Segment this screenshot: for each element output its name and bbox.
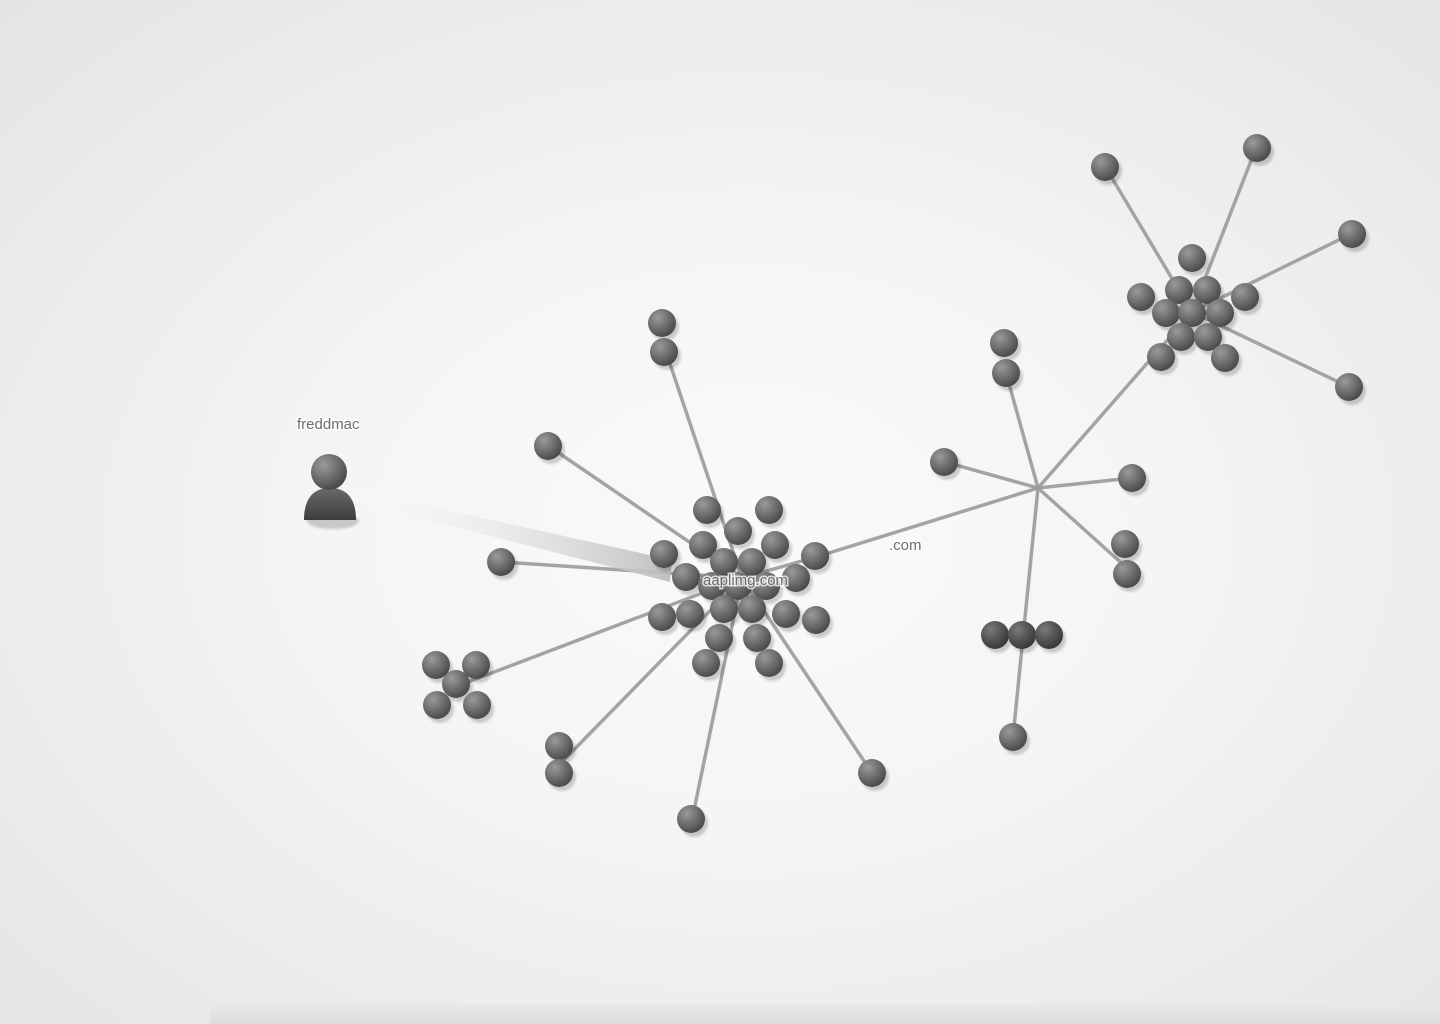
sphere-icon[interactable]: [1152, 299, 1180, 327]
sphere-icon[interactable]: [1231, 283, 1259, 311]
sphere-icon[interactable]: [1147, 343, 1175, 371]
sphere-icon[interactable]: [422, 651, 450, 679]
sphere-icon[interactable]: [1091, 153, 1119, 181]
sphere-icon[interactable]: [1035, 621, 1063, 649]
sphere-icon[interactable]: [1194, 323, 1222, 351]
sphere-icon[interactable]: [710, 548, 738, 576]
sphere-icon[interactable]: [1338, 220, 1366, 248]
sphere-icon[interactable]: [1335, 373, 1363, 401]
sphere-icon[interactable]: [442, 670, 470, 698]
sphere-icon[interactable]: [724, 572, 752, 600]
sphere-icon[interactable]: [423, 691, 451, 719]
sphere-icon[interactable]: [676, 600, 704, 628]
sphere-icon[interactable]: [677, 805, 705, 833]
sphere-icon[interactable]: [698, 572, 726, 600]
sphere-icon[interactable]: [463, 691, 491, 719]
sphere-icon[interactable]: [782, 564, 810, 592]
sphere-icon[interactable]: [487, 548, 515, 576]
sphere-icon[interactable]: [710, 595, 738, 623]
sphere-icon[interactable]: [693, 496, 721, 524]
sphere-icon[interactable]: [1167, 323, 1195, 351]
edges-layer: [463, 146, 1353, 822]
sphere-icon[interactable]: [858, 759, 886, 787]
sphere-icon[interactable]: [1178, 244, 1206, 272]
sphere-icon[interactable]: [1193, 276, 1221, 304]
sphere-icon[interactable]: [648, 603, 676, 631]
sphere-icon[interactable]: [650, 338, 678, 366]
sphere-icon[interactable]: [802, 606, 830, 634]
sphere-icon[interactable]: [1113, 560, 1141, 588]
graph-edge: [1004, 371, 1040, 490]
user-connection-beam: [350, 490, 672, 582]
graph-edge: [500, 560, 744, 580]
sphere-icon[interactable]: [755, 649, 783, 677]
sphere-icon[interactable]: [1206, 299, 1234, 327]
user-label: freddmac: [297, 416, 360, 433]
sphere-icon[interactable]: [761, 531, 789, 559]
sphere-icon[interactable]: [545, 759, 573, 787]
sphere-icon[interactable]: [1178, 299, 1206, 327]
sphere-icon[interactable]: [992, 359, 1020, 387]
sphere-icon[interactable]: [1127, 283, 1155, 311]
sphere-icon[interactable]: [772, 600, 800, 628]
sphere-icon[interactable]: [545, 732, 573, 760]
hub-label: aaplimg.com: [703, 572, 788, 589]
user-node[interactable]: [304, 454, 359, 529]
sphere-icon[interactable]: [738, 548, 766, 576]
graph-edge: [463, 576, 744, 685]
sphere-icon[interactable]: [743, 624, 771, 652]
graph-edge: [1036, 476, 1134, 490]
sphere-icon[interactable]: [752, 572, 780, 600]
graph-edge: [1011, 486, 1040, 739]
sphere-icon[interactable]: [689, 531, 717, 559]
sphere-icon[interactable]: [692, 649, 720, 677]
sphere-icon[interactable]: [930, 448, 958, 476]
sphere-icon[interactable]: [1211, 344, 1239, 372]
sphere-icon[interactable]: [462, 651, 490, 679]
sphere-icon[interactable]: [1243, 134, 1271, 162]
graph-edge: [814, 486, 1040, 559]
graph-edge: [1036, 310, 1194, 490]
bottom-panel-edge: [210, 1004, 1440, 1024]
sphere-icon[interactable]: [981, 621, 1009, 649]
sphere-icon[interactable]: [990, 329, 1018, 357]
sphere-icon[interactable]: [801, 542, 829, 570]
secondary-hub-label: .com: [889, 537, 922, 554]
person-icon: [304, 488, 356, 520]
sphere-icon[interactable]: [648, 309, 676, 337]
sphere-icon[interactable]: [1165, 276, 1193, 304]
sphere-icon[interactable]: [999, 723, 1027, 751]
sphere-icon[interactable]: [534, 432, 562, 460]
sphere-icon[interactable]: [672, 563, 700, 591]
sphere-icon[interactable]: [755, 496, 783, 524]
sphere-icon[interactable]: [724, 517, 752, 545]
sphere-icon[interactable]: [705, 624, 733, 652]
sphere-icon[interactable]: [738, 595, 766, 623]
nodes-layer: [422, 134, 1369, 837]
graph-edge: [1036, 486, 1129, 570]
sphere-icon[interactable]: [1111, 530, 1139, 558]
person-head: [311, 454, 347, 490]
sphere-icon[interactable]: [1008, 621, 1036, 649]
sphere-icon[interactable]: [650, 540, 678, 568]
sphere-icon[interactable]: [1118, 464, 1146, 492]
